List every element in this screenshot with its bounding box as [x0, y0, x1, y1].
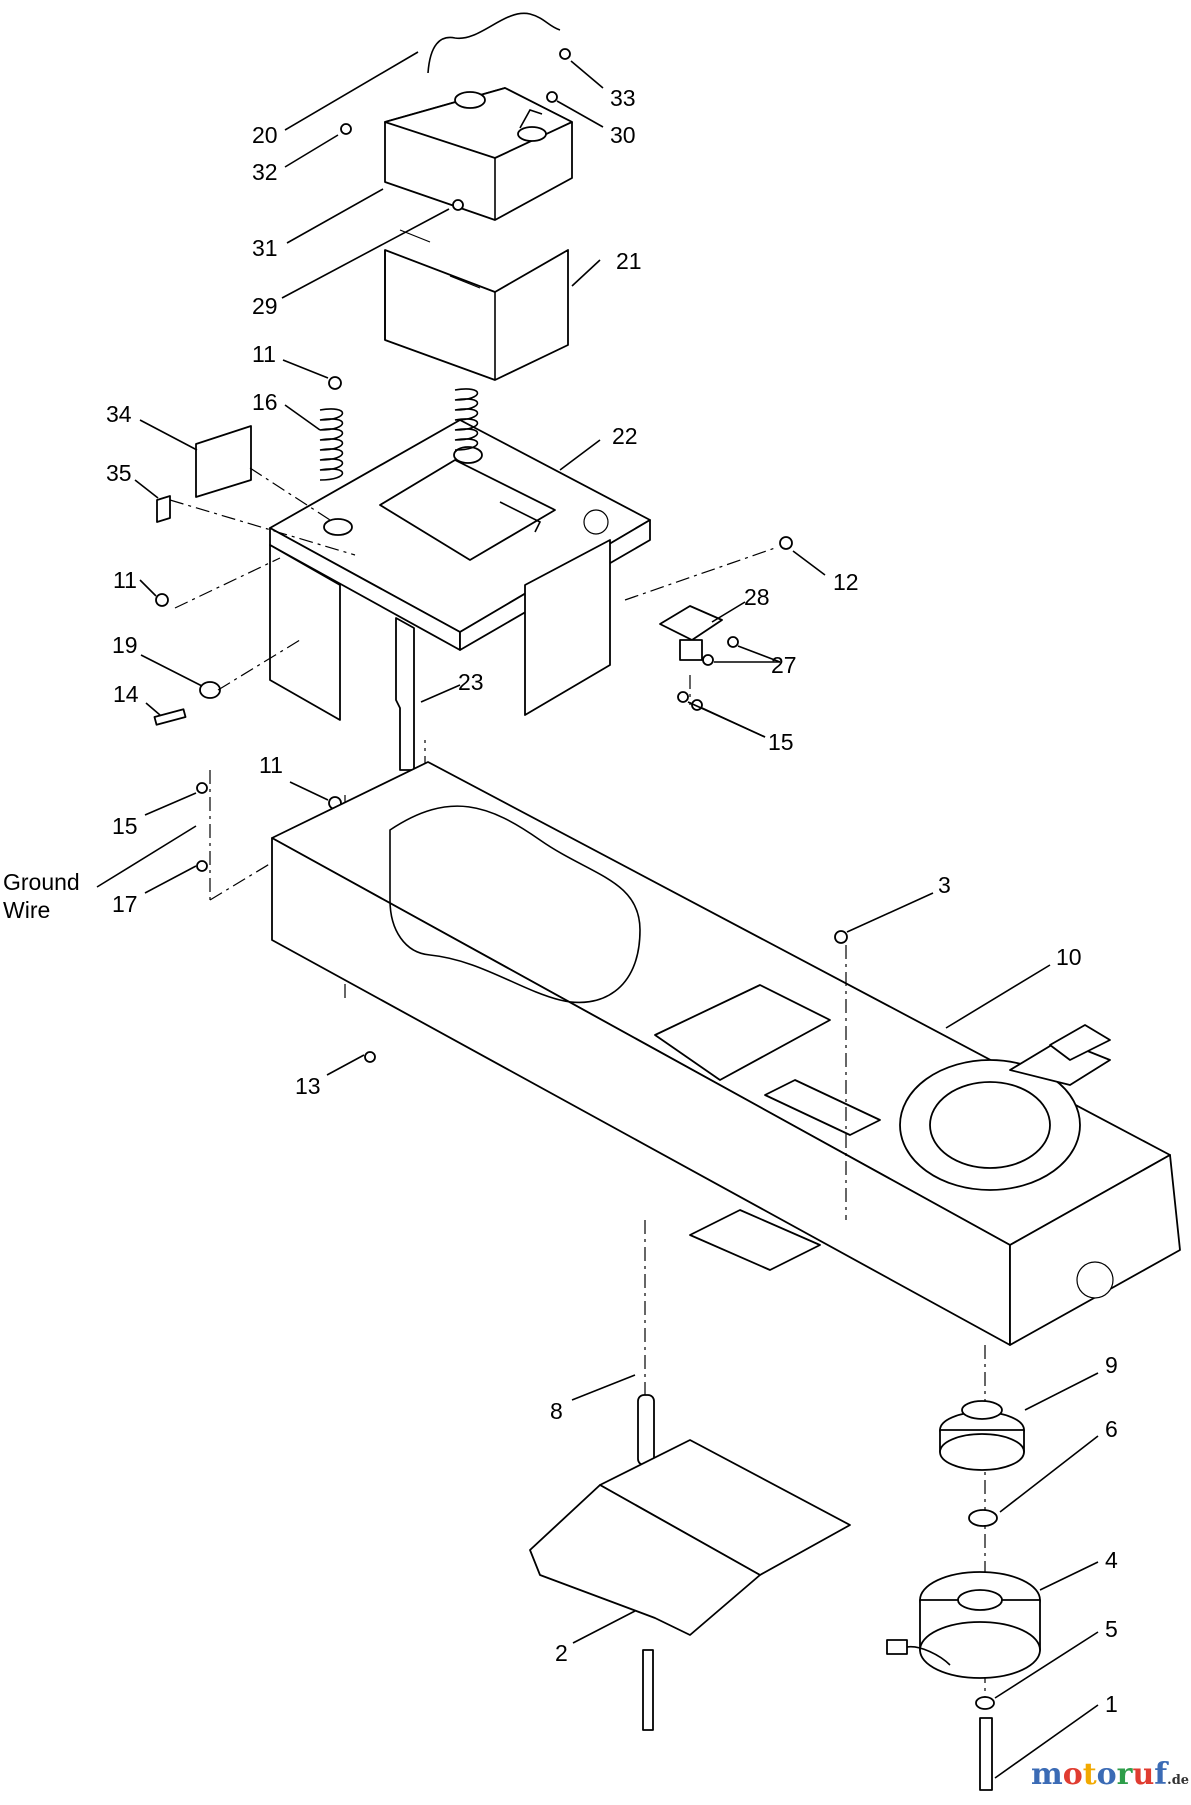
callout-32: 32: [252, 159, 278, 185]
callout-11: 11: [252, 341, 276, 367]
battery-hardware: [340, 48, 571, 211]
callout-10: 10: [1056, 944, 1082, 970]
callout-2: 2: [555, 1640, 568, 1666]
spacer-8: [637, 1394, 655, 1466]
callout-12: 12: [833, 569, 859, 595]
watermark-letter: o: [1097, 1757, 1117, 1792]
callout-14: 14: [113, 681, 139, 707]
callout-16: 16: [252, 389, 278, 415]
battery-31: [384, 87, 573, 221]
callout-34: 34: [106, 401, 132, 427]
callout-17: 17: [112, 891, 138, 917]
callout-6: 6: [1105, 1416, 1118, 1442]
watermark-letter: m: [1031, 1757, 1063, 1792]
battery-cable-20: [427, 12, 561, 74]
callout-28: 28: [744, 584, 770, 610]
watermark-letter: f: [1154, 1757, 1169, 1792]
bolt-1: [979, 1717, 993, 1791]
callout-15: 15: [112, 813, 138, 839]
callout-4: 4: [1105, 1547, 1118, 1573]
callout-35: 35: [106, 460, 132, 486]
battery-tray-21: [384, 229, 569, 381]
callout-23: 23: [458, 669, 484, 695]
label-35: [156, 495, 171, 523]
callout-11: 11: [113, 567, 137, 593]
label-34: [195, 425, 252, 498]
callout-labels: 20 33 32 30 31 21 29 11 16 34 22 35 11 1…: [3, 85, 1118, 1717]
clutch-4: [886, 1571, 1041, 1679]
watermark-letter: r: [1117, 1757, 1134, 1792]
bracket-23: [395, 617, 415, 771]
callout-33: 33: [610, 85, 636, 111]
callout-29: 29: [252, 293, 278, 319]
solenoid-28: [659, 605, 739, 711]
bolt-2: [642, 1649, 654, 1731]
callout-5: 5: [1105, 1616, 1118, 1642]
watermark-suffix: .de: [1167, 1773, 1189, 1788]
callout-21: 21: [616, 248, 642, 274]
hardware-misc: [153, 376, 848, 1063]
callout-20: 20: [252, 122, 278, 148]
washer-6: [968, 1509, 998, 1527]
callout-30: 30: [610, 122, 636, 148]
ground-wire-label-line2: Wire: [3, 897, 50, 923]
callout-22: 22: [612, 423, 638, 449]
watermark-letter: u: [1132, 1757, 1154, 1792]
callout-31: 31: [252, 235, 278, 261]
callout-13: 13: [295, 1073, 321, 1099]
watermark-letter: t: [1083, 1757, 1097, 1792]
callout-1: 1: [1105, 1691, 1118, 1717]
watermark-letter: o: [1063, 1757, 1083, 1792]
ground-wire-label-line1: Ground: [3, 869, 80, 895]
callout-19: 19: [112, 632, 138, 658]
callout-11: 11: [259, 752, 283, 778]
spring-16: [319, 408, 344, 481]
callout-27: 27: [771, 652, 797, 678]
leader-lines: [96, 51, 1099, 1779]
frame-10: [271, 761, 1181, 1346]
bracket-lower: [529, 1439, 851, 1636]
washer-5: [975, 1696, 995, 1710]
pulley-9: [939, 1400, 1025, 1471]
spring-right: [454, 388, 479, 451]
battery-support-22: [269, 419, 651, 721]
callout-9: 9: [1105, 1352, 1118, 1378]
callout-15: 15: [768, 729, 794, 755]
callout-8: 8: [550, 1398, 563, 1424]
watermark-logo: motoruf.de: [1031, 1757, 1189, 1792]
callout-3: 3: [938, 872, 951, 898]
svg-text:motoruf.de: motoruf.de: [1031, 1757, 1189, 1792]
